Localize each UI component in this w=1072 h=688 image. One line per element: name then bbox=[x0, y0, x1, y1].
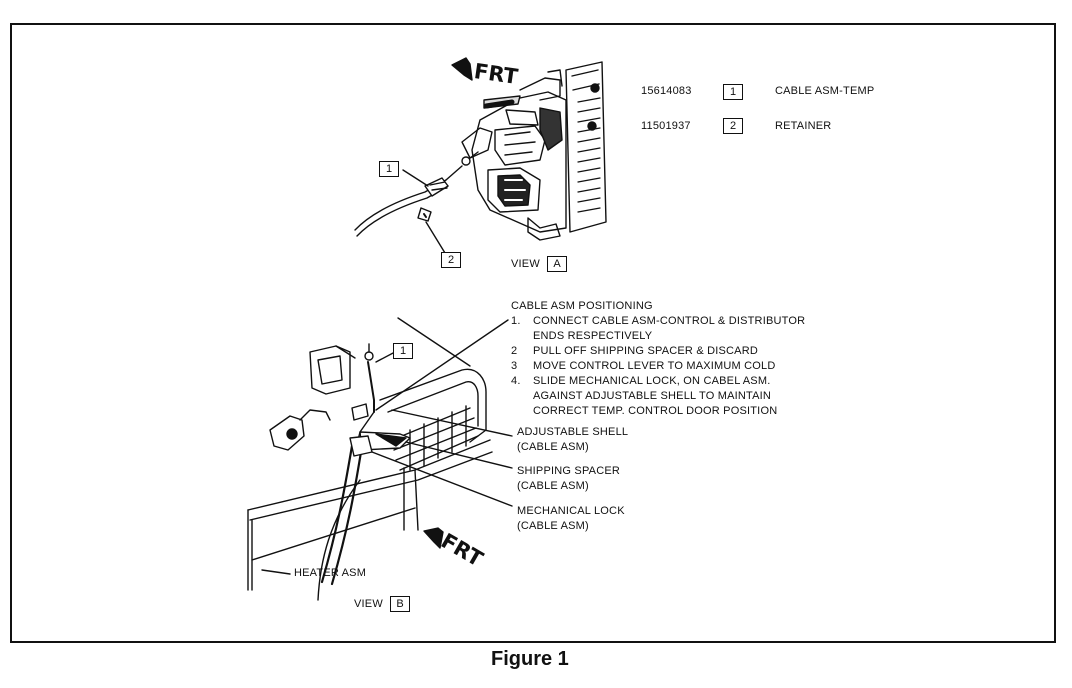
step-4-text-cont: AGAINST ADJUSTABLE SHELL TO MAINTAIN bbox=[533, 390, 772, 402]
step-2-number: 2 bbox=[511, 345, 518, 357]
part-name-2: RETAINER bbox=[775, 120, 832, 132]
step-4-number: 4. bbox=[511, 375, 521, 387]
leader-mechanical-lock bbox=[371, 451, 513, 507]
view-b-bracket bbox=[269, 345, 356, 451]
label-shipping-spacer: SHIPPING SPACER bbox=[517, 465, 621, 477]
view-b-cable bbox=[320, 343, 411, 586]
leader-heater-asm bbox=[261, 569, 291, 575]
label-heater-asm: HEATER ASM bbox=[294, 567, 367, 579]
instructions-title: CABLE ASM POSITIONING bbox=[511, 300, 653, 312]
label-adjustable-shell-sub: (CABLE ASM) bbox=[517, 441, 589, 453]
figure-frame bbox=[10, 23, 1056, 643]
leader-callout-1-view-b bbox=[375, 351, 396, 363]
leader-instructions bbox=[375, 319, 509, 411]
step-4-text: SLIDE MECHANICAL LOCK, ON CABEL ASM. bbox=[533, 375, 771, 387]
frt-arrow-view-b-icon bbox=[423, 527, 444, 549]
label-shipping-spacer-sub: (CABLE ASM) bbox=[517, 480, 589, 492]
callout-1-view-b: 1 bbox=[393, 343, 413, 359]
view-b-label: VIEW bbox=[354, 598, 383, 610]
view-a-cable bbox=[354, 151, 479, 237]
leader-callout-1-view-a bbox=[402, 169, 429, 187]
part-ref-1: 1 bbox=[723, 84, 743, 100]
view-a-control-assembly bbox=[461, 61, 607, 241]
leader-adjustable-shell bbox=[391, 409, 513, 437]
leader-shipping-spacer bbox=[405, 441, 513, 469]
part-name-1: CABLE ASM-TEMP bbox=[775, 85, 875, 97]
part-number-1: 15614083 bbox=[641, 85, 692, 97]
view-a-label: VIEW bbox=[511, 258, 540, 270]
view-a-letter: A bbox=[547, 256, 567, 272]
part-number-2: 11501937 bbox=[641, 120, 691, 132]
step-1-number: 1. bbox=[511, 315, 521, 327]
frt-arrow-view-a-icon bbox=[451, 57, 473, 81]
callout-1-view-a: 1 bbox=[379, 161, 399, 177]
label-mechanical-lock: MECHANICAL LOCK bbox=[517, 505, 625, 517]
step-2-text: PULL OFF SHIPPING SPACER & DISCARD bbox=[533, 345, 759, 357]
step-1-text: CONNECT CABLE ASM-CONTROL & DISTRIBUTOR bbox=[533, 315, 806, 327]
part-ref-2: 2 bbox=[723, 118, 743, 134]
view-b-heater-assembly bbox=[247, 317, 493, 601]
callout-2-view-a: 2 bbox=[441, 252, 461, 268]
view-b-letter: B bbox=[390, 596, 410, 612]
step-4-text-cont2: CORRECT TEMP. CONTROL DOOR POSITION bbox=[533, 405, 778, 417]
leader-callout-2-view-a bbox=[425, 221, 446, 254]
label-adjustable-shell: ADJUSTABLE SHELL bbox=[517, 426, 629, 438]
step-1-text-cont: ENDS RESPECTIVELY bbox=[533, 330, 653, 342]
label-mechanical-lock-sub: (CABLE ASM) bbox=[517, 520, 589, 532]
figure-caption: Figure 1 bbox=[491, 648, 569, 670]
step-3-number: 3 bbox=[511, 360, 518, 372]
step-3-text: MOVE CONTROL LEVER TO MAXIMUM COLD bbox=[533, 360, 776, 372]
